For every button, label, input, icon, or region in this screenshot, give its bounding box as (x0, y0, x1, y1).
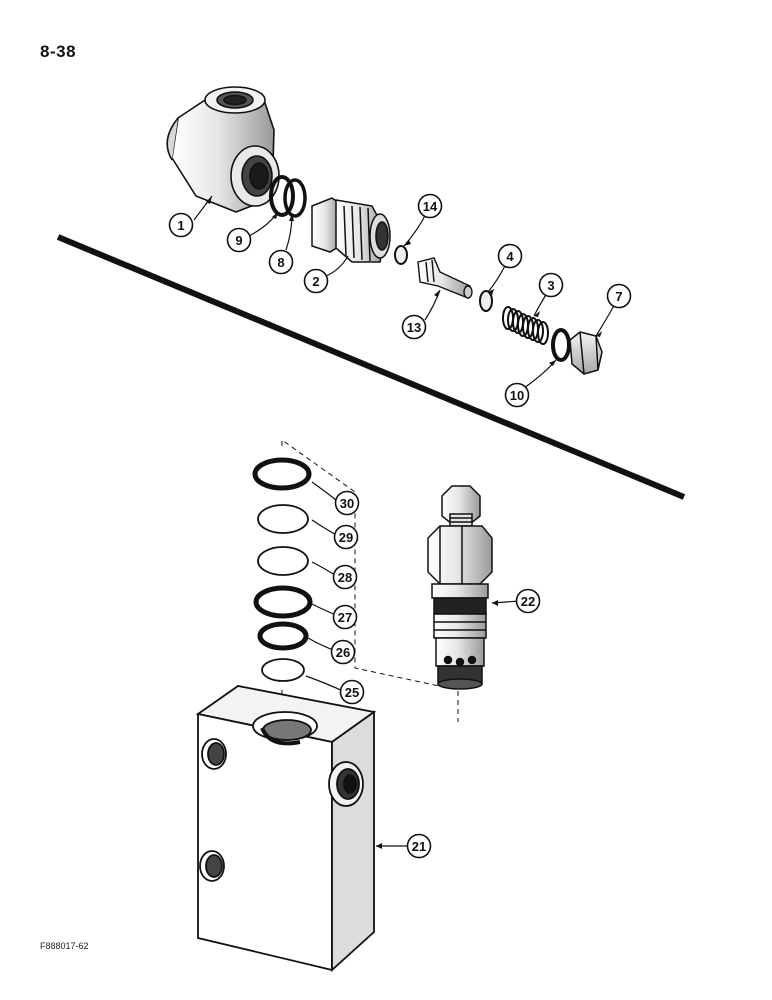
part-25-ring (261, 658, 305, 682)
callout-2: 2 (303, 268, 329, 294)
callout-21-label: 21 (412, 839, 426, 854)
part-28-ring (257, 546, 309, 576)
callout-7-label: 7 (615, 289, 622, 304)
part-26-ring (257, 621, 309, 651)
callout-1: 1 (168, 212, 194, 238)
callout-14: 14 (417, 193, 443, 219)
figure-code: F888017-62 (40, 941, 89, 951)
callout-25-label: 25 (345, 685, 359, 700)
part-8-backup-ring (283, 178, 307, 218)
callout-27-label: 27 (338, 610, 352, 625)
callout-29-label: 29 (339, 530, 353, 545)
callout-13-label: 13 (407, 320, 421, 335)
part-9-o-ring (269, 175, 295, 217)
callout-29: 29 (333, 524, 359, 550)
callout-3-label: 3 (547, 278, 554, 293)
callout-26-label: 26 (336, 645, 350, 660)
callout-2-label: 2 (312, 274, 319, 289)
callout-25: 25 (339, 679, 365, 705)
callout-26: 26 (330, 639, 356, 665)
callout-10: 10 (504, 382, 530, 408)
callout-7: 7 (606, 283, 632, 309)
part-27-ring (253, 585, 313, 619)
callout-30-label: 30 (340, 496, 354, 511)
callout-27: 27 (332, 604, 358, 630)
part-3-spring (502, 306, 549, 345)
part-14-washer (394, 245, 408, 265)
callout-14-label: 14 (423, 199, 438, 214)
part-22-cartridge-valve (427, 485, 493, 690)
callout-22-label: 22 (521, 594, 535, 609)
part-7-plug (569, 331, 603, 375)
callout-22: 22 (515, 588, 541, 614)
page-number: 8-38 (40, 42, 77, 61)
assembly-guide-lines (281, 439, 459, 722)
callout-1-label: 1 (177, 218, 184, 233)
callout-4: 4 (497, 243, 523, 269)
callout-30: 30 (334, 490, 360, 516)
callout-8-label: 8 (277, 255, 284, 270)
callout-9: 9 (226, 227, 252, 253)
part-10-o-ring (551, 328, 571, 362)
callout-21: 21 (406, 833, 432, 859)
callout-4-label: 4 (506, 249, 514, 264)
part-13-poppet (417, 257, 473, 299)
part-4-washer (479, 290, 493, 312)
part-21-valve-block (195, 685, 377, 973)
callout-13: 13 (401, 314, 427, 340)
callout-28-label: 28 (338, 570, 352, 585)
separator-line (56, 234, 686, 500)
part-1-valve-body (166, 86, 280, 213)
callout-3: 3 (538, 272, 564, 298)
part-2-seat (311, 197, 391, 263)
part-30-ring (252, 457, 312, 491)
leader-arrowheads (206, 196, 602, 849)
part-29-ring (257, 504, 309, 534)
callout-8: 8 (268, 249, 294, 275)
callout-28: 28 (332, 564, 358, 590)
callout-9-label: 9 (235, 233, 242, 248)
callout-10-label: 10 (510, 388, 524, 403)
